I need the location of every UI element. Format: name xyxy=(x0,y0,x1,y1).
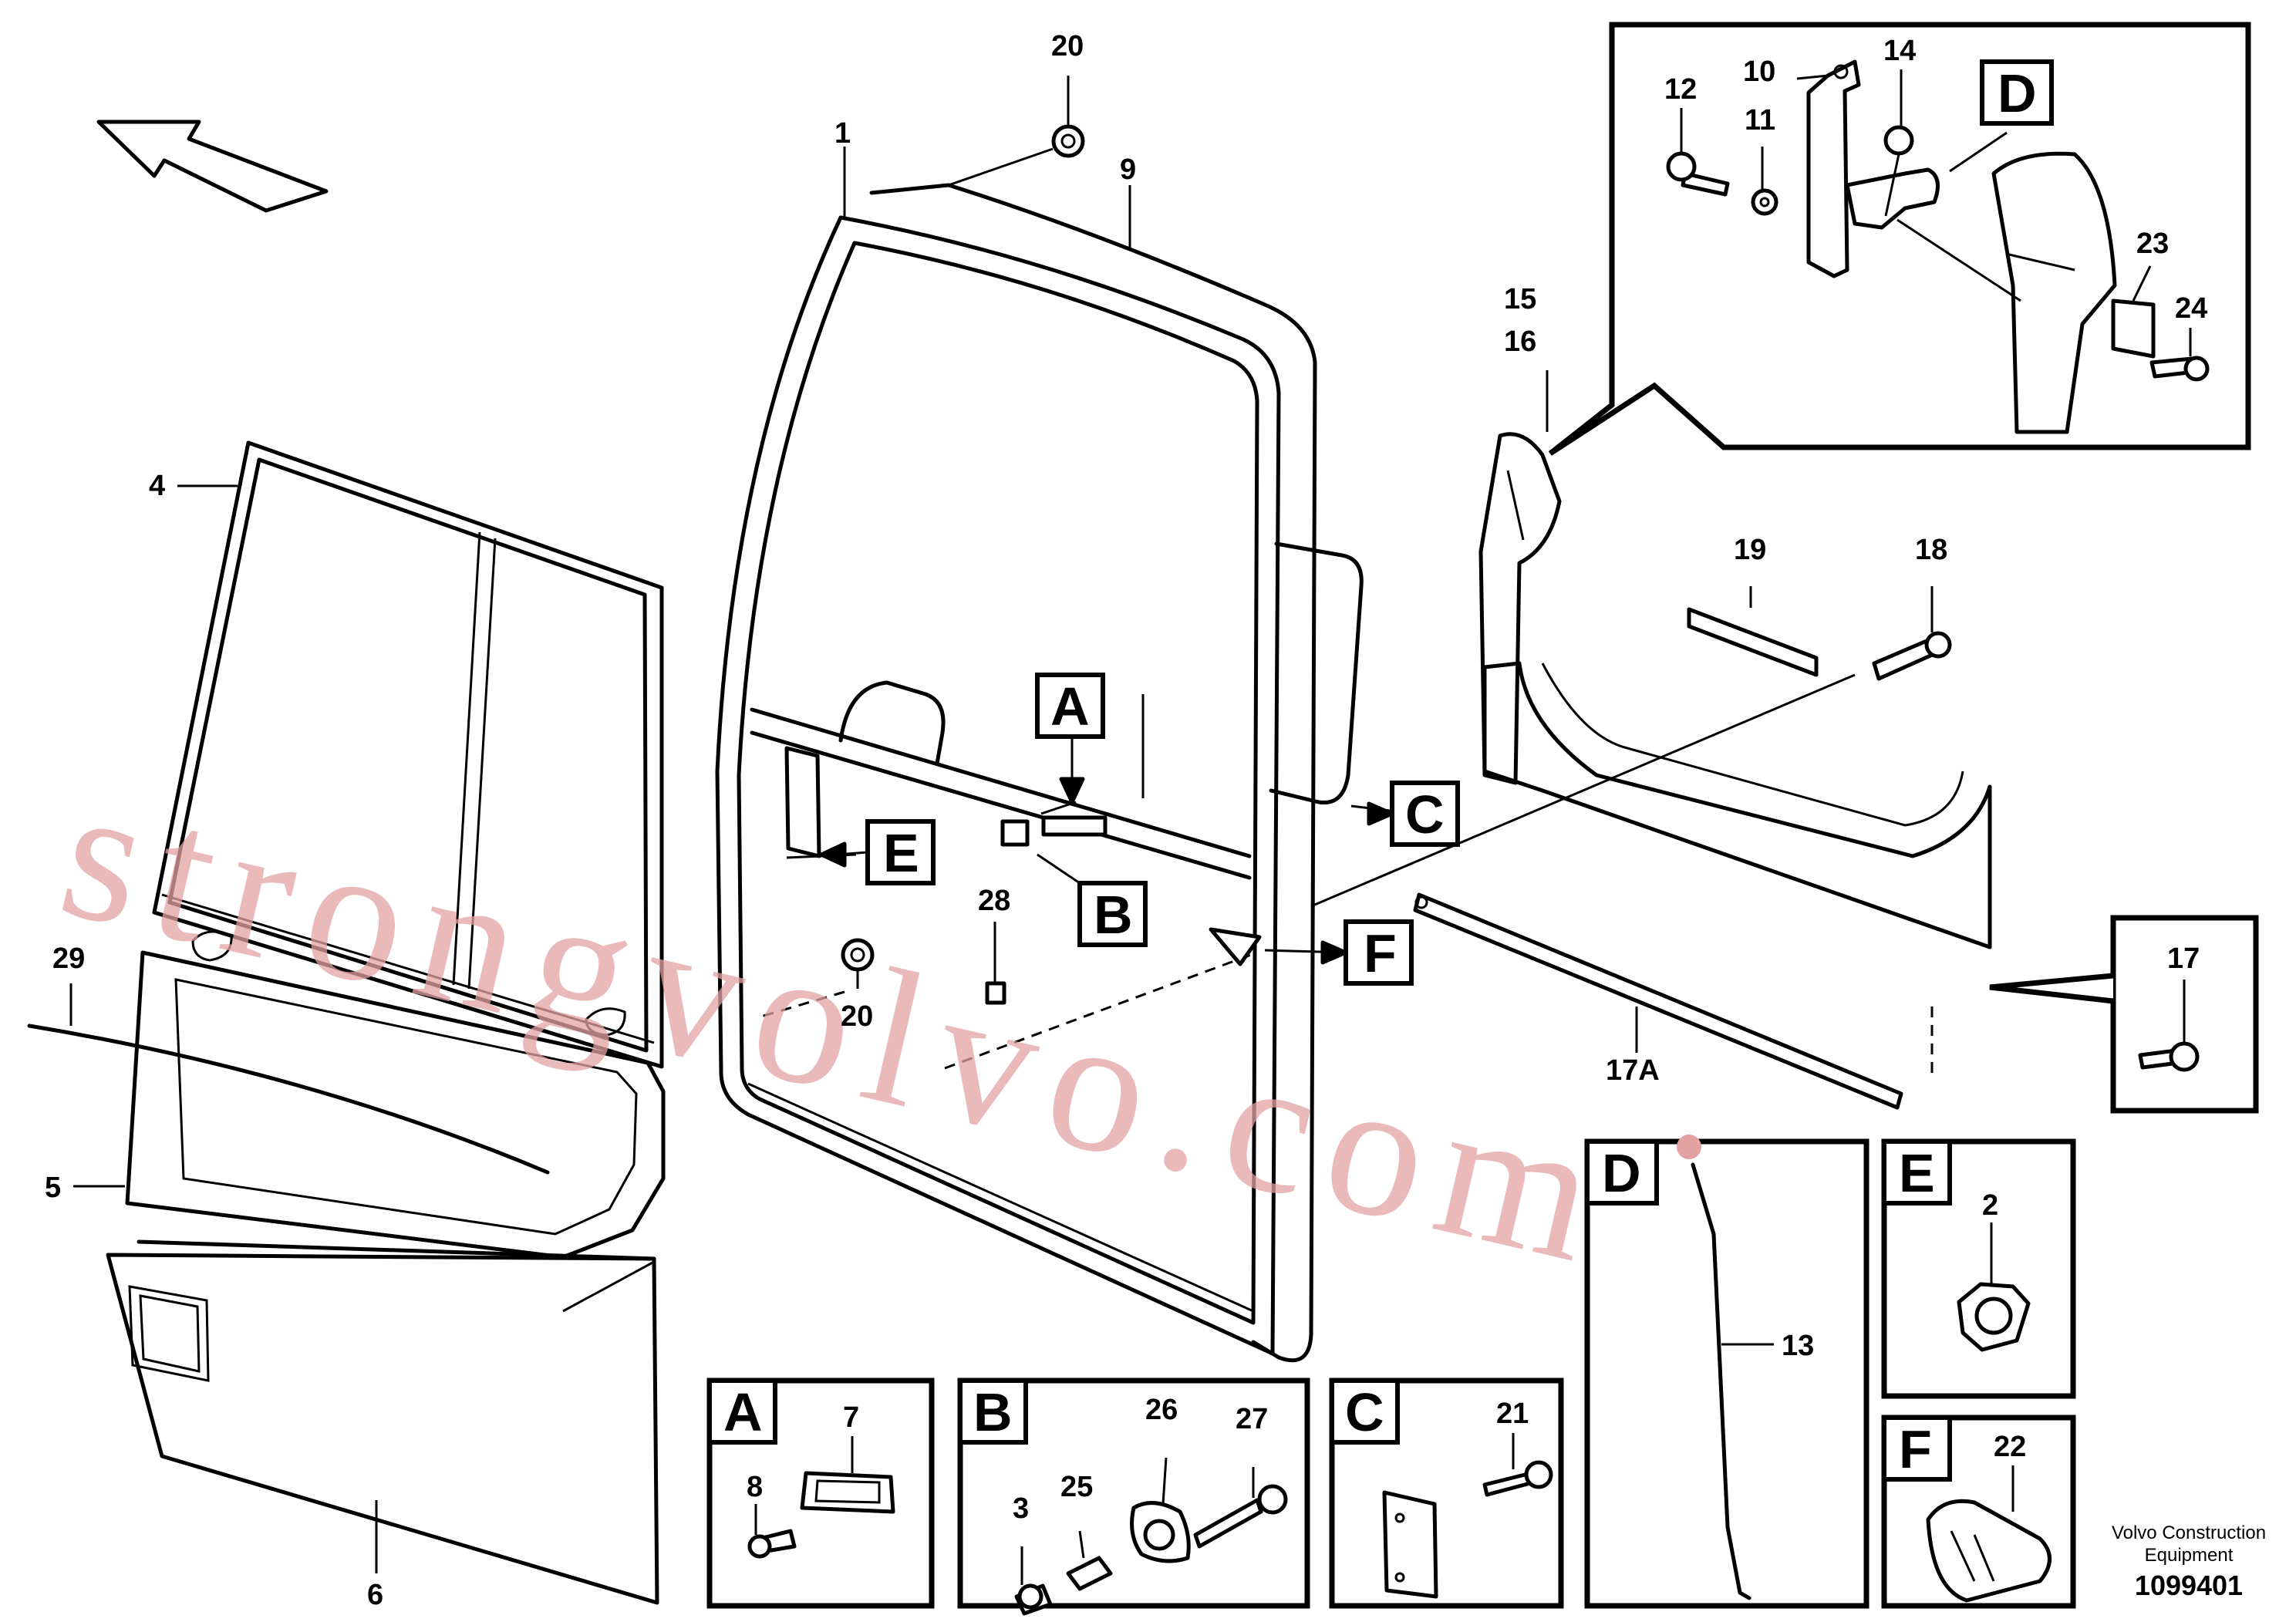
callout-5: 5 xyxy=(45,1172,61,1204)
callout-20-lower: 20 xyxy=(841,1000,873,1033)
part-lower-panel xyxy=(106,1239,659,1605)
view-marker-f xyxy=(1320,919,1414,986)
part-strip-19 xyxy=(1687,607,1819,677)
part-inner-handle xyxy=(838,680,946,766)
callout-7: 7 xyxy=(843,1401,859,1434)
view-letter-f-main: F xyxy=(1364,923,1397,983)
detail-box-d xyxy=(1584,1135,1870,1609)
credit-line-2: Equipment xyxy=(2145,1545,2234,1566)
callout-25: 25 xyxy=(1060,1471,1093,1503)
document-number: 1099401 xyxy=(2135,1570,2243,1601)
callout-3: 3 xyxy=(1013,1492,1029,1525)
view-letter-d-detail: D xyxy=(1602,1143,1641,1203)
part-trim-panel xyxy=(1482,661,1992,949)
guide-line-dashed xyxy=(755,990,845,1020)
callout-17a: 17A xyxy=(1606,1054,1660,1087)
guide-line xyxy=(1310,673,1856,908)
detail-box-f xyxy=(1881,1415,2076,1609)
view-letter-d-inset: D xyxy=(1998,63,2037,123)
view-letter-e-detail: E xyxy=(1899,1143,1935,1203)
view-letter-a-detail: A xyxy=(723,1382,763,1442)
view-letter-c-main: C xyxy=(1405,784,1445,845)
view-marker-b xyxy=(1000,815,1148,947)
part-rail-17a xyxy=(1413,892,1903,1110)
part-door-frame xyxy=(715,215,1281,1356)
callout-16: 16 xyxy=(1504,325,1536,358)
view-letter-labels: A B C E F D A B C D E F xyxy=(723,63,2037,1479)
callout-6: 6 xyxy=(367,1579,383,1611)
part-wedge-f xyxy=(1209,927,1262,966)
detail-inset-d xyxy=(1548,22,2251,456)
callout-27: 27 xyxy=(1236,1403,1268,1435)
callout-28: 28 xyxy=(978,885,1010,917)
callout-11: 11 xyxy=(1745,104,1775,137)
callout-15: 15 xyxy=(1504,283,1536,315)
view-letter-b-detail: B xyxy=(973,1382,1013,1442)
detail-box-b xyxy=(957,1378,1310,1616)
callout-17: 17 xyxy=(2167,943,2200,975)
part-door-seal xyxy=(869,183,1317,1363)
part-upper-panel xyxy=(125,950,666,1259)
callout-18: 18 xyxy=(1915,534,1947,566)
callout-13: 13 xyxy=(1782,1330,1814,1362)
detail-box-c xyxy=(1329,1378,1564,1609)
direction-arrow-icon xyxy=(96,120,329,213)
callout-1: 1 xyxy=(834,117,851,150)
part-outer-handle xyxy=(1269,541,1364,805)
callout-labels: 20 1 9 4 29 5 6 28 20 15 16 19 18 17A 17… xyxy=(45,30,2207,1611)
view-marker-c xyxy=(1367,781,1460,847)
callout-4: 4 xyxy=(149,470,165,502)
callout-24: 24 xyxy=(2175,292,2207,325)
callout-12: 12 xyxy=(1664,73,1697,106)
part-window-frame xyxy=(152,440,664,1069)
detail-box-e xyxy=(1881,1138,2076,1399)
part-seal-strip xyxy=(27,1023,550,1175)
detail-box-a xyxy=(706,1378,935,1609)
part-clip-28 xyxy=(985,981,1006,1005)
view-letter-b-main: B xyxy=(1094,885,1133,945)
callout-22: 22 xyxy=(1994,1431,2026,1463)
credit-block: Volvo Construction Equipment 1099401 xyxy=(2112,1523,2266,1601)
part-trim-bracket xyxy=(1478,432,1562,785)
callout-8: 8 xyxy=(747,1471,763,1503)
callout-10: 10 xyxy=(1743,56,1775,88)
view-marker-e xyxy=(784,746,936,885)
part-nut-20-top xyxy=(1051,124,1085,158)
part-screw-18 xyxy=(1872,631,1952,681)
callout-9: 9 xyxy=(1120,153,1136,186)
view-marker-d-arrow xyxy=(1980,59,2054,126)
view-letter-a-main: A xyxy=(1050,676,1090,737)
detail-inset-17 xyxy=(1989,915,2259,1114)
callout-21: 21 xyxy=(1496,1398,1529,1430)
view-letter-c-detail: C xyxy=(1345,1382,1384,1442)
callout-23: 23 xyxy=(2136,228,2169,260)
view-letter-f-detail: F xyxy=(1899,1419,1932,1479)
callout-14: 14 xyxy=(1883,35,1916,67)
callout-26: 26 xyxy=(1145,1394,1178,1426)
callout-20-top: 20 xyxy=(1051,30,1084,62)
credit-line-1: Volvo Construction xyxy=(2112,1523,2266,1543)
callout-19: 19 xyxy=(1734,534,1766,566)
view-letter-e-main: E xyxy=(883,823,919,883)
part-nut-20-lower xyxy=(841,938,875,972)
callout-29: 29 xyxy=(52,943,85,975)
callout-2: 2 xyxy=(1982,1189,1998,1222)
view-marker-a xyxy=(1035,673,1105,804)
